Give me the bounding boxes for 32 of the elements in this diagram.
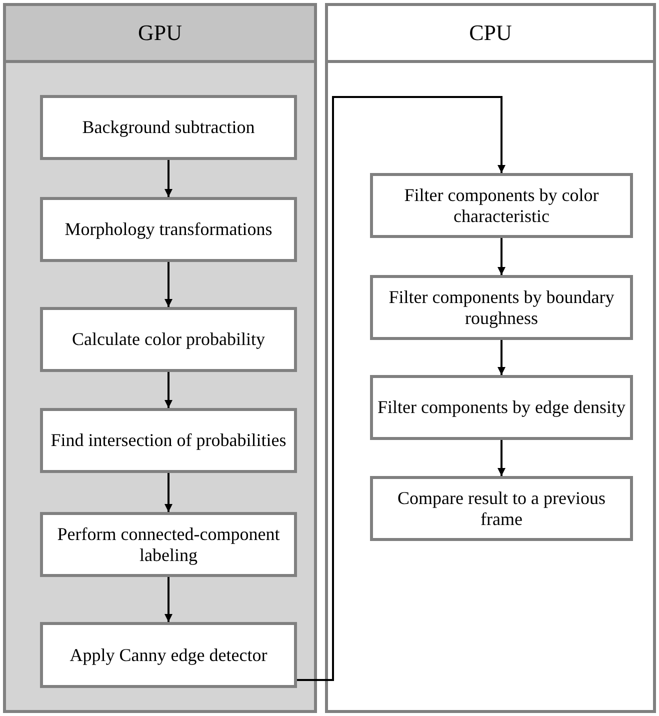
step-text: Filter components by color characteristic — [403, 184, 600, 226]
arrow — [498, 440, 506, 476]
step-text: Filter components by boundary roughness — [388, 286, 616, 328]
arrow — [297, 96, 506, 681]
process-box — [40, 512, 297, 577]
step-text: Compare result to a previous frame — [396, 488, 606, 530]
panel — [325, 3, 656, 713]
step-text: Perform connected-component labeling — [56, 524, 281, 566]
arrow — [498, 340, 506, 375]
arrow — [164, 262, 172, 307]
arrow — [164, 372, 172, 408]
arrow — [164, 160, 172, 197]
process-box — [370, 275, 633, 340]
arrow — [164, 473, 172, 512]
arrow — [164, 577, 172, 622]
step-text: Calculate color probability — [72, 329, 265, 350]
process-box — [40, 307, 297, 372]
step-text: Find intersection of probabilities — [50, 430, 286, 451]
process-box — [40, 197, 297, 262]
step-text: Morphology transformations — [64, 219, 272, 240]
process-box — [40, 408, 297, 473]
process-box — [40, 95, 297, 160]
step-text: Apply Canny edge detector — [70, 644, 268, 666]
process-box — [40, 622, 297, 688]
arrow — [498, 238, 506, 275]
step-text: Filter components by edge density — [378, 397, 626, 418]
panel — [3, 3, 317, 713]
panel-heading: GPU — [6, 6, 314, 63]
step-text: Background subtraction — [82, 117, 255, 138]
process-box — [370, 476, 633, 541]
process-box — [370, 375, 633, 440]
process-box — [370, 173, 633, 238]
